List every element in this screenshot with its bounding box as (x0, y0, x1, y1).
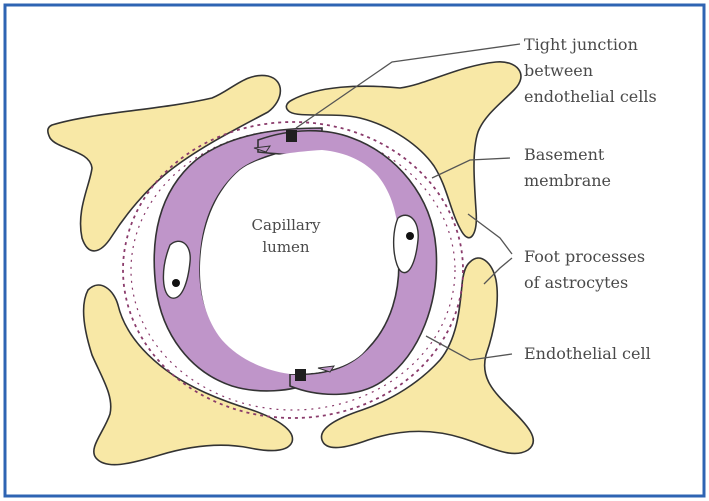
label-tight-junction-line1: Tight junction (524, 35, 638, 54)
tight-junction-bottom (295, 369, 306, 381)
label-basement-membrane-line1: Basement (524, 145, 605, 164)
label-tight-junction-line2: between (524, 61, 593, 80)
label-foot-processes-line2: of astrocytes (524, 273, 628, 292)
label-endothelial-cell: Endothelial cell (524, 344, 651, 363)
capillary-lumen-label-line1: Capillary (251, 216, 321, 234)
label-tight-junction-line3: endothelial cells (524, 87, 657, 106)
label-basement-membrane-line2: membrane (524, 171, 611, 190)
capillary-lumen-label-line2: lumen (262, 238, 310, 256)
tight-junction-top (286, 130, 297, 142)
label-foot-processes-line1: Foot processes (524, 247, 645, 266)
capillary-lumen (200, 150, 398, 374)
